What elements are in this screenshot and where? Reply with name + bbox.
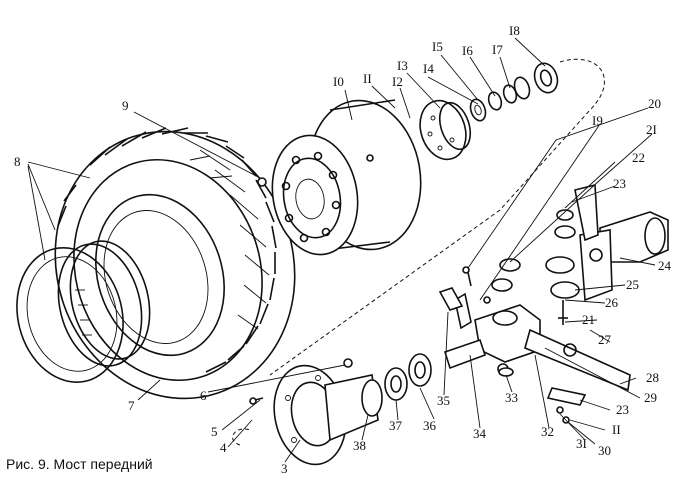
figure-caption: Рис. 9. Мост передний [6, 456, 153, 472]
callout-32: 32 [541, 424, 554, 439]
callout-26: 26 [605, 295, 619, 310]
callout-28: 28 [646, 370, 659, 385]
callout-5: 5 [211, 424, 218, 439]
leader-lines [27, 37, 656, 463]
callout-13: I3 [397, 58, 408, 73]
pivot-knuckle-34 [444, 292, 631, 392]
callout-4: 4 [220, 440, 227, 455]
callout-25: 25 [626, 277, 639, 292]
callout-16: I6 [462, 43, 473, 58]
bearings-36-37 [384, 353, 432, 401]
callout-6: 6 [200, 388, 207, 403]
callout-29: 29 [644, 390, 657, 405]
callout-37: 37 [389, 418, 403, 433]
callout-7: 7 [128, 398, 135, 413]
callout-23b: 23 [616, 402, 629, 417]
callout-10: I0 [333, 74, 344, 89]
bolt-5-4 [249, 397, 264, 405]
callout-17: I7 [492, 42, 503, 57]
callout-21b: 21 [582, 312, 595, 327]
callout-11b: II [612, 422, 621, 437]
assembly-line-rim [232, 428, 251, 446]
washer-30-31 [546, 387, 587, 424]
callout-21a: 2I [646, 122, 657, 137]
callout-27: 27 [598, 332, 612, 347]
hub-small-parts [469, 62, 559, 122]
callout-12: I2 [392, 74, 403, 89]
callout-33: 33 [505, 390, 518, 405]
assembly-line-hub [269, 58, 605, 376]
callout-35: 35 [437, 393, 450, 408]
callout-24: 24 [658, 258, 672, 273]
wheel-drum-10 [271, 99, 422, 256]
callout-30: 30 [598, 443, 611, 458]
callout-31: 3I [576, 436, 587, 451]
callout-18: I8 [509, 23, 520, 38]
callout-22: 22 [632, 150, 645, 165]
callout-19: I9 [592, 113, 603, 128]
callout-9: 9 [122, 98, 129, 113]
tire-7 [54, 127, 296, 400]
hub-cover-13 [419, 99, 472, 161]
callout-11: II [363, 71, 372, 86]
callout-3: 3 [281, 461, 288, 476]
callout-34: 34 [473, 426, 487, 441]
rim-rings-8 [16, 240, 151, 383]
callout-38: 38 [353, 438, 366, 453]
steering-knuckle-housing [491, 183, 669, 325]
callout-14: I4 [423, 61, 434, 76]
callout-36: 36 [423, 418, 437, 433]
flange-3 [273, 364, 383, 466]
small-ring-33 [498, 367, 514, 377]
callout-numbers: 9 8 7 6 5 4 3 I0 II I2 I3 I4 I5 I6 I7 I8… [14, 23, 672, 476]
callout-20: 20 [648, 96, 661, 111]
callout-8: 8 [14, 154, 21, 169]
callout-23a: 23 [613, 176, 626, 191]
bolt-9 [257, 177, 267, 187]
callout-15: I5 [432, 39, 443, 54]
